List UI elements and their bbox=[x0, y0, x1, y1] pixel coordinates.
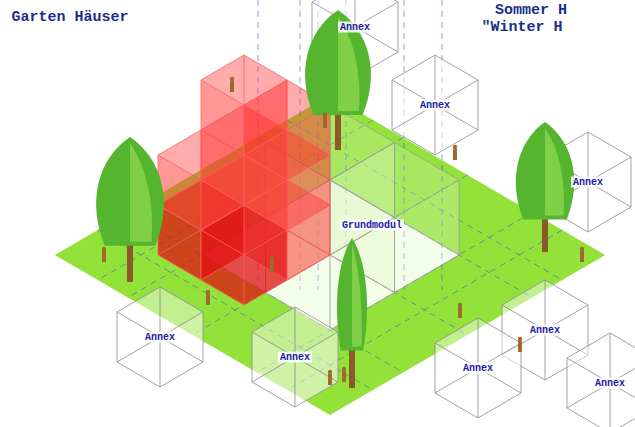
person-figure bbox=[230, 77, 234, 92]
person-figure bbox=[328, 370, 332, 385]
tree bbox=[96, 137, 164, 282]
person-figure bbox=[342, 367, 346, 382]
person-figure bbox=[518, 337, 522, 352]
title: Garten Häuser bbox=[11, 10, 128, 27]
person-figure bbox=[458, 303, 462, 318]
annex-cube bbox=[252, 307, 338, 407]
module-label: Annex bbox=[461, 363, 495, 374]
garden-ground bbox=[55, 95, 605, 415]
tree bbox=[337, 238, 367, 388]
annex-cube bbox=[435, 318, 521, 418]
module-label: Annex bbox=[338, 22, 372, 33]
annex-cube bbox=[567, 333, 635, 427]
module-label: Grundmodul bbox=[340, 220, 404, 231]
module-label: Annex bbox=[143, 332, 177, 343]
module-label: Annex bbox=[418, 100, 452, 111]
person-figure bbox=[453, 145, 457, 160]
module-label: Annex bbox=[593, 378, 627, 389]
heading-label: "Winter H bbox=[481, 20, 562, 37]
person-figure bbox=[102, 247, 106, 262]
module-label: Annex bbox=[528, 325, 562, 336]
person-figure bbox=[206, 290, 210, 305]
module-label: Annex bbox=[571, 177, 605, 188]
tree bbox=[516, 122, 574, 252]
grid-lines bbox=[98, 0, 562, 390]
person-figure bbox=[580, 247, 584, 262]
annex-cube bbox=[117, 287, 203, 387]
person-figure bbox=[323, 113, 327, 128]
module-label: Annex bbox=[278, 352, 312, 363]
annex-cube bbox=[392, 55, 478, 155]
heading-label: Sommer H bbox=[495, 3, 567, 20]
person-figure bbox=[270, 257, 274, 272]
